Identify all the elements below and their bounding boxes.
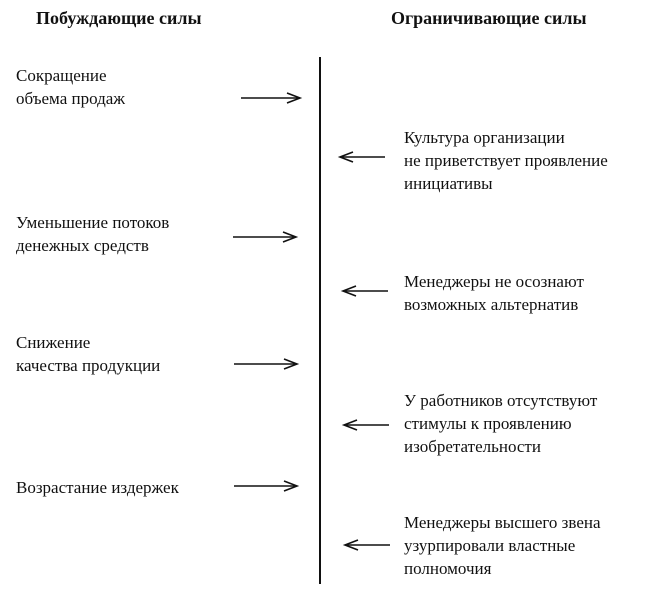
restraining-force-4: Менеджеры высшего звена узурпировали вла…: [404, 513, 601, 578]
right-arrow-icon: [233, 231, 299, 243]
left-arrow-icon: [342, 539, 404, 551]
left-arrow-icon: [337, 151, 399, 163]
left-arrow-icon: [341, 419, 403, 431]
right-arrow-icon: [234, 480, 300, 492]
restraining-force-2: Менеджеры не осознают возможных альтерна…: [404, 272, 584, 314]
right-arrow-icon: [234, 358, 300, 370]
restraining-force-3: У работников отсутствуют стимулы к прояв…: [404, 391, 598, 456]
driving-force-4: Возрастание издержек: [16, 478, 179, 497]
right-arrow-icon: [241, 92, 303, 104]
driving-force-2: Уменьшение потоков денежных средств: [16, 213, 170, 255]
restraining-forces-heading: Ограничивающие силы: [391, 8, 587, 28]
driving-force-1: Сокращение объема продаж: [16, 66, 126, 108]
left-arrow-icon: [340, 285, 402, 297]
center-divider-line: [319, 57, 321, 584]
driving-force-3: Снижение качества продукции: [16, 333, 161, 375]
driving-forces-heading: Побуждающие силы: [36, 8, 202, 28]
restraining-force-1: Культура организации не приветствует про…: [404, 128, 608, 193]
